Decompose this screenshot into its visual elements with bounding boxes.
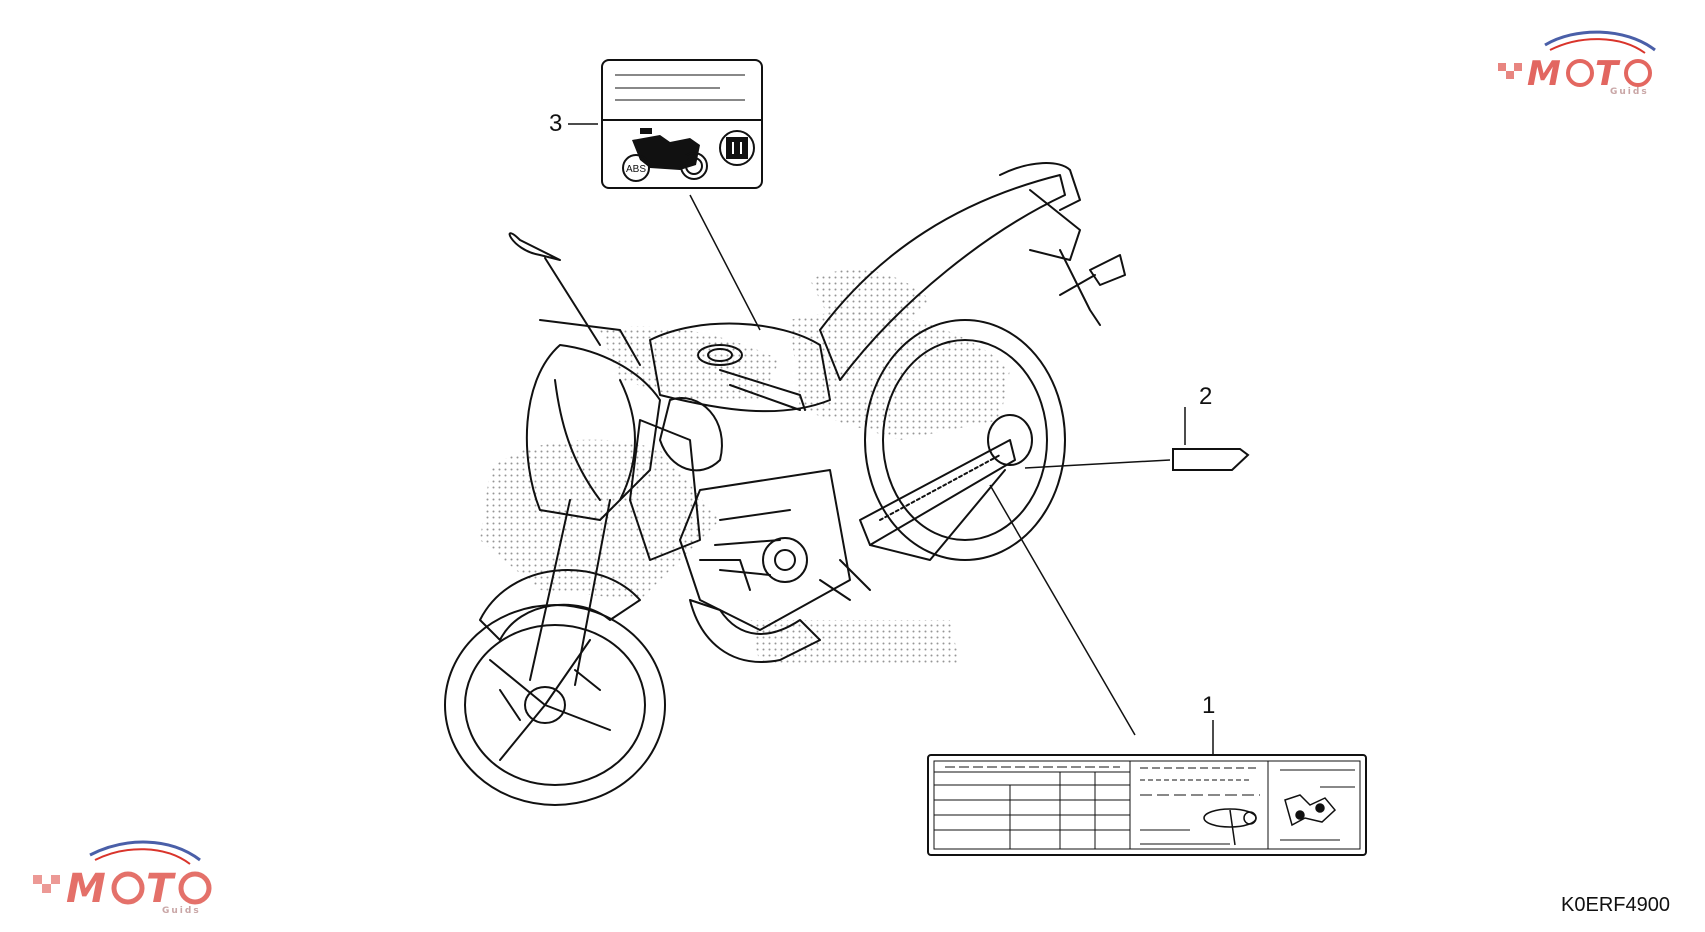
watermark-logo-top: M T Guids (1495, 25, 1675, 100)
watermark-sub-bottom: Guids (162, 906, 201, 916)
watermark-logo-bottom: M T Guids (30, 840, 230, 920)
motorcycle-outline (444, 162, 1126, 806)
tire-icon (680, 152, 708, 180)
callout-1: 1 (1202, 692, 1216, 719)
watermark-logo-graphic-bottom: M T (33, 840, 212, 912)
svg-text:T: T (146, 866, 176, 912)
svg-text:T: T (1595, 54, 1621, 94)
label-2-small-tag (1172, 448, 1250, 471)
rear-wheel (864, 319, 1066, 561)
suspension-icon (1284, 794, 1337, 827)
callout-3: 3 (549, 110, 563, 137)
svg-text:M: M (1527, 54, 1561, 94)
leader-line-2 (1024, 459, 1171, 469)
svg-text:ABS: ABS (626, 164, 646, 175)
leader-line-1 (989, 484, 1136, 736)
chain-adjuster-icon (1203, 808, 1257, 846)
front-wheel (444, 604, 666, 806)
callout-2: 2 (1199, 383, 1213, 410)
watermark-logo-graphic: M T (1498, 30, 1656, 94)
motorcycle-icon (632, 128, 700, 170)
figure-code: K0ERF4900 (1561, 894, 1670, 916)
watermark-sub-top: Guids (1610, 87, 1649, 97)
svg-text:M: M (66, 866, 106, 912)
label-1-info-label (927, 754, 1367, 856)
abs-icon: ABS (622, 154, 650, 182)
label-3-tank-label: ABS (601, 59, 763, 189)
leader-lines (568, 123, 1214, 755)
leader-line-3 (689, 194, 761, 331)
manual-icon (719, 130, 755, 166)
